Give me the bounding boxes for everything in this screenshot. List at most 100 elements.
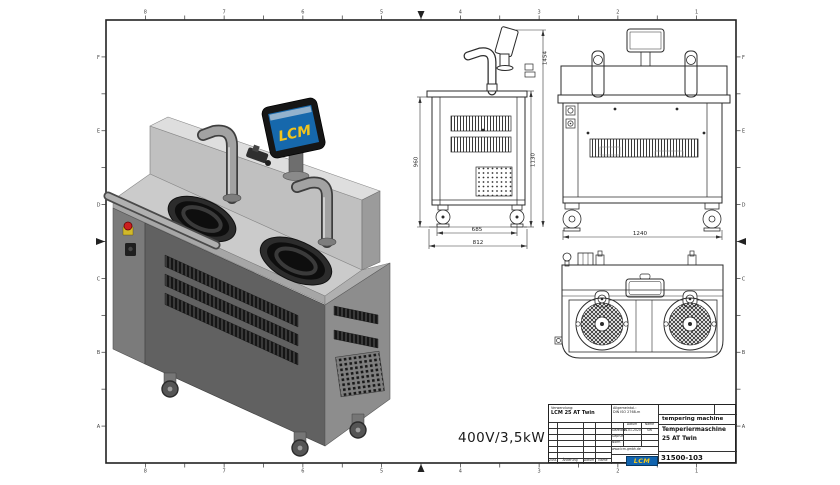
col-name-header: Name: [644, 422, 655, 426]
zone-label: 3: [538, 469, 541, 475]
dim-1240: 1240: [633, 231, 648, 237]
zone-label: 3: [538, 10, 541, 16]
zone-label: D: [97, 203, 101, 209]
monitor: LCM: [261, 97, 326, 159]
spout-pipe-right: [291, 176, 333, 248]
zone-label: F: [97, 55, 100, 61]
top-view-body: [561, 264, 724, 359]
zone-label: C: [742, 276, 746, 282]
rev-name-label: Name: [598, 458, 608, 462]
tolerance-value: DIN ISO 2768-m: [613, 410, 641, 414]
vent-side-1: [450, 115, 512, 132]
title-german-line1: Temperiermaschine: [662, 427, 726, 433]
zone-label: 2: [616, 469, 619, 475]
title-german-line2: 25 AT Twin: [662, 436, 697, 442]
caster-iso-2: [291, 431, 309, 457]
centering-arrow-right: [737, 238, 746, 245]
dim-1454: 1454: [543, 50, 549, 65]
zone-label: A: [742, 424, 746, 430]
vent-right-1: [333, 305, 379, 325]
website: www.lcm-gmbh.de: [612, 447, 641, 451]
monitor-stem-side: [499, 53, 510, 67]
dim-812: 812: [473, 240, 484, 246]
counter-lip-front: [557, 94, 731, 104]
rail-clamp: [246, 144, 269, 164]
switch-symbol-1: [565, 105, 576, 116]
title-english: tempering machine: [662, 416, 724, 422]
monitor-base-side: [496, 65, 514, 71]
tempering-bowl-right: [259, 236, 333, 286]
post-right: [684, 50, 698, 98]
pipe-flange-left: [222, 193, 242, 203]
caster-iso-1: [161, 372, 179, 398]
lcm-logo: LCM: [626, 455, 658, 466]
fitting-valve: [562, 252, 572, 262]
pipe-flange-right: [317, 237, 337, 247]
zone-label: 4: [459, 10, 462, 16]
zone-label: F: [742, 55, 745, 61]
fitting-box: [577, 252, 594, 266]
zone-label: 5: [380, 10, 383, 16]
vent-row-1: [164, 254, 299, 328]
caster-front-left: [562, 202, 582, 232]
vent-dot-grid: [335, 350, 385, 398]
screw: [675, 107, 679, 111]
estop-button: [123, 221, 133, 231]
drain-fitting: [554, 336, 563, 345]
rev-zust-label: Zust.: [549, 458, 557, 462]
row-checked-label: Geprüft: [612, 434, 624, 438]
zone-label: 7: [223, 469, 226, 475]
side-view-dimensions: 960 1130 1454 685 812: [414, 29, 549, 249]
handle-bar: [103, 191, 221, 250]
vent-side-grid: [475, 166, 513, 197]
monitor-side: [494, 26, 519, 58]
tolerance-cell: Allgemeintol.: DIN ISO 2768-m: [612, 405, 658, 422]
top-view: [554, 250, 724, 359]
caster-front-right: [702, 202, 722, 232]
bowl-top-right: [663, 297, 717, 351]
splashback-end: [361, 190, 381, 271]
clamp-side-1: [524, 63, 534, 71]
basin-band-front: [560, 65, 728, 96]
centering-arrow-top: [417, 11, 425, 19]
isometric-view: LCM: [103, 97, 391, 457]
zone-label: E: [97, 129, 100, 135]
zone-label: B: [97, 350, 101, 356]
vent-front-band: [589, 138, 699, 158]
zone-label: E: [742, 129, 745, 135]
screw: [586, 131, 590, 135]
fitting-clamp-left: [595, 250, 605, 266]
zone-label: C: [97, 276, 101, 282]
centering-arrow-bottom: [417, 464, 425, 472]
front-view: 1240: [557, 28, 731, 240]
zone-label: 1: [695, 10, 698, 16]
gooseneck-pipe-side: [463, 47, 497, 96]
bowl-top-left: [575, 297, 629, 351]
power-rating-label: 400V/3,5kW: [458, 430, 546, 446]
clamp-side-2: [524, 71, 536, 78]
side-view: 960 1130 1454 685 812: [414, 26, 549, 249]
zone-label: 8: [144, 10, 147, 16]
rail-knob: [265, 160, 271, 166]
lcm-logo-text: LCM: [633, 456, 651, 465]
zone-label: 6: [301, 10, 304, 16]
vent-row-2: [164, 273, 299, 347]
rev-datum-label: Datum: [583, 458, 595, 462]
dim-1130: 1130: [531, 152, 537, 167]
centering-arrow-left: [96, 238, 105, 245]
vent-side-2: [450, 136, 512, 153]
pipe-collar-side: [486, 83, 498, 92]
fitting-clamp-right: [687, 250, 697, 266]
drawn-date: 14.01.2020: [623, 428, 641, 432]
vent-row-3: [164, 292, 299, 366]
monitor-logo-text: LCM: [277, 123, 313, 146]
switch-symbol-2: [565, 118, 576, 129]
screw-side: [481, 128, 485, 132]
row-drawn-label: Gezeichn.: [612, 428, 628, 432]
screw: [613, 107, 617, 111]
caster-side-left: [435, 204, 451, 228]
rev-aenderung-label: Änderung: [562, 458, 578, 462]
